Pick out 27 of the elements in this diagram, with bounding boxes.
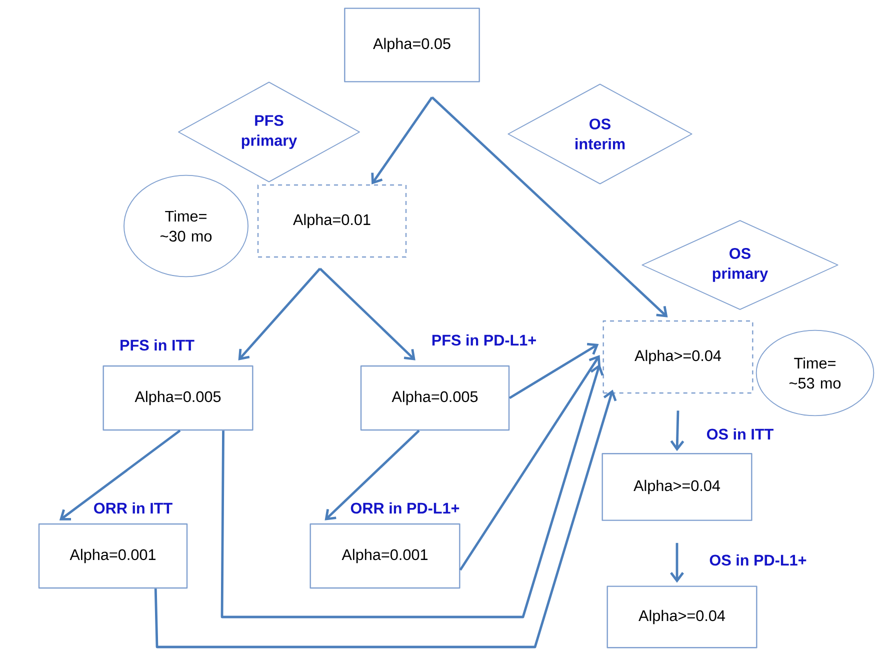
arrow bbox=[670, 410, 684, 452]
process-box: Alpha=0.001 bbox=[310, 523, 460, 589]
edge-label: ORR in PD-L1+ bbox=[348, 501, 462, 515]
process-box: Alpha=0.001 bbox=[38, 523, 188, 589]
arrow bbox=[324, 430, 420, 520]
process-box: Alpha>=0.04 bbox=[602, 453, 752, 521]
arrow bbox=[238, 268, 321, 360]
arrow bbox=[670, 542, 684, 583]
arrow bbox=[459, 355, 601, 571]
edge-label: OS in PD-L1+ bbox=[708, 553, 808, 567]
edge-label: PFS in ITT bbox=[118, 338, 196, 352]
arrow bbox=[154, 390, 617, 648]
process-box: Alpha>=0.04 bbox=[606, 586, 758, 648]
arrow bbox=[508, 342, 599, 400]
arrow bbox=[319, 268, 416, 360]
process-box: Alpha=0.005 bbox=[360, 365, 510, 431]
dashed-box: Alpha>=0.04 bbox=[602, 320, 754, 394]
dashed-box: Alpha=0.01 bbox=[257, 184, 407, 258]
arrow bbox=[59, 430, 181, 520]
arrow bbox=[371, 96, 433, 184]
arrow bbox=[220, 364, 604, 618]
arrow bbox=[431, 96, 668, 318]
edge-label: ORR in ITT bbox=[92, 501, 174, 515]
edge-label: PFS in PD-L1+ bbox=[430, 333, 538, 347]
process-box: Alpha=0.05 bbox=[344, 8, 480, 82]
process-box: Alpha=0.005 bbox=[102, 365, 254, 431]
edge-label: OS in ITT bbox=[705, 427, 775, 441]
